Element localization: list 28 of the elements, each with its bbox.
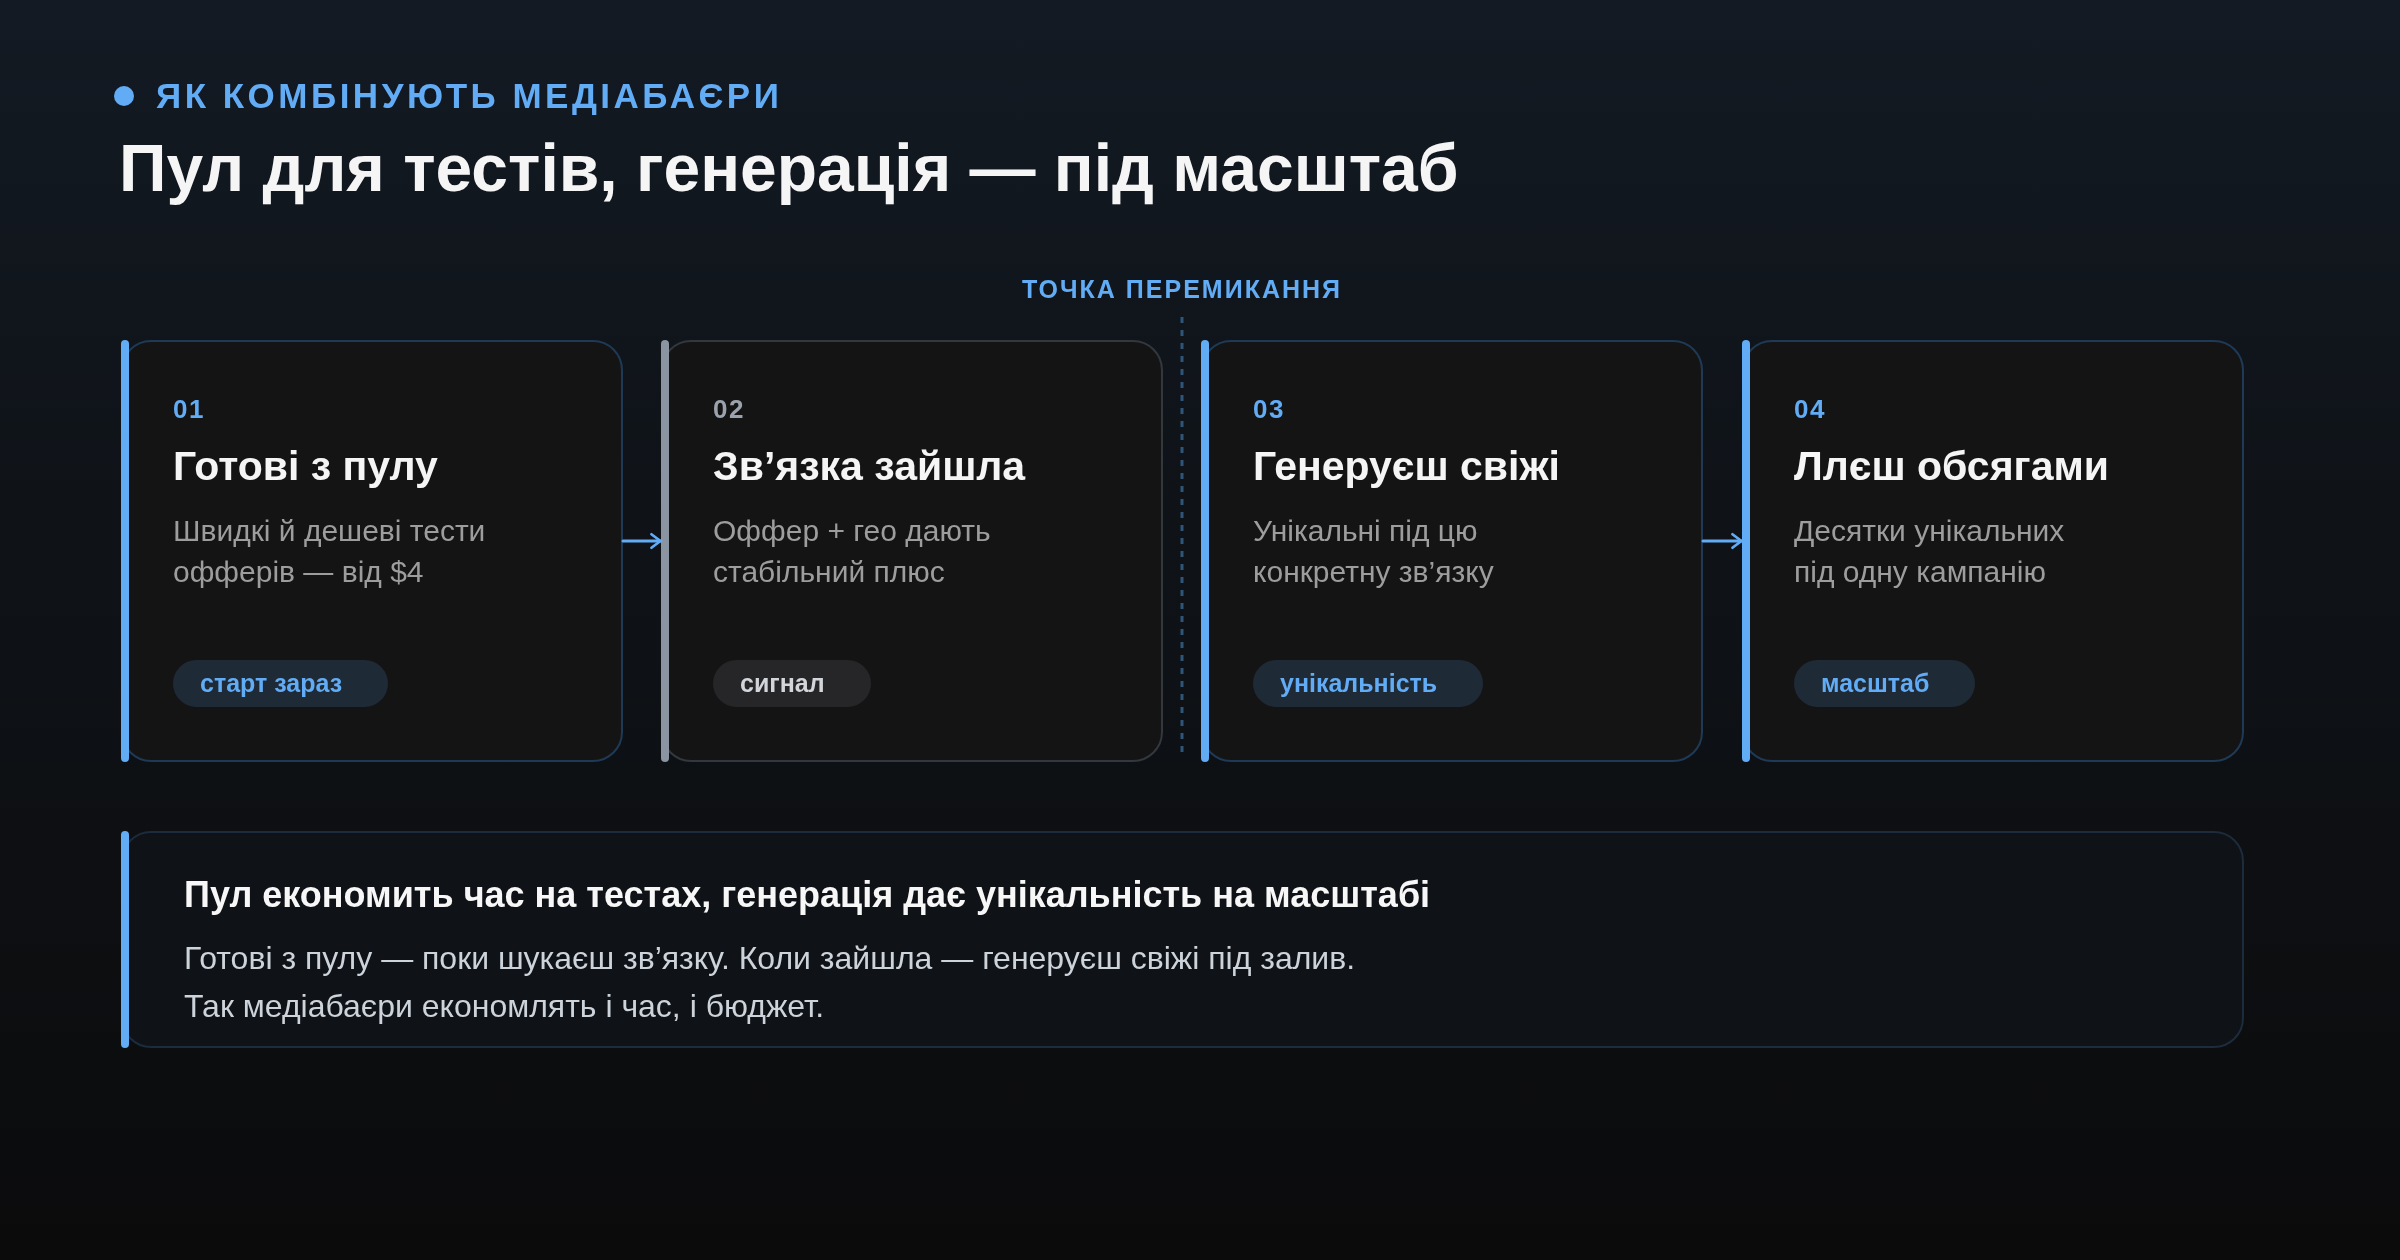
eyebrow-label: ЯК КОМБІНУЮТЬ МЕДІАБАЄРИ bbox=[156, 76, 783, 116]
step-heading: Готові з пулу bbox=[173, 442, 438, 491]
summary-panel bbox=[121, 831, 2244, 1048]
step-card bbox=[1742, 340, 2244, 762]
step-tag: сигнал bbox=[713, 660, 871, 707]
step-description: Десятки унікальних під одну кампанію bbox=[1794, 513, 2066, 590]
step-number: 02 bbox=[713, 394, 745, 424]
step-heading: Генеруєш свіжі bbox=[1253, 442, 1560, 491]
arrow bbox=[621, 532, 663, 550]
step-description: Унікальні під цю конкретну зв’язку bbox=[1253, 513, 1495, 590]
switch-point-label: ТОЧКА ПЕРЕМИКАННЯ bbox=[1021, 275, 1343, 303]
step-card bbox=[121, 340, 623, 762]
step-description: Швидкі й дешеві тести офферів — від $4 bbox=[173, 513, 487, 590]
step-description: Оффер + гео дають стабільний плюс bbox=[713, 513, 992, 590]
step-number: 01 bbox=[173, 394, 205, 424]
step-card bbox=[661, 340, 1163, 762]
slide-title: Пул для тестів, генерація — під масштаб bbox=[119, 130, 1459, 207]
step-heading: Ллєш обсягами bbox=[1794, 442, 2109, 491]
step-tag: старт зараз bbox=[173, 660, 389, 707]
step-tag: масштаб bbox=[1794, 660, 1976, 707]
summary-heading: Пул економить час на тестах, генерація дає унікальність на масштабі bbox=[184, 874, 1431, 916]
summary-text: Готові з пулу — поки шукаєш зв’язку. Коли зайшла — генеруєш свіжі під залив. Так медіабаєри економлять і час, і бюджет. bbox=[184, 939, 1357, 1026]
step-number: 04 bbox=[1794, 394, 1826, 424]
step-card bbox=[1201, 340, 1703, 762]
arrow bbox=[1701, 532, 1744, 550]
step-heading: Зв’язка зайшла bbox=[713, 442, 1026, 491]
step-tag: унікальність bbox=[1253, 660, 1484, 707]
step-number: 03 bbox=[1253, 394, 1285, 424]
